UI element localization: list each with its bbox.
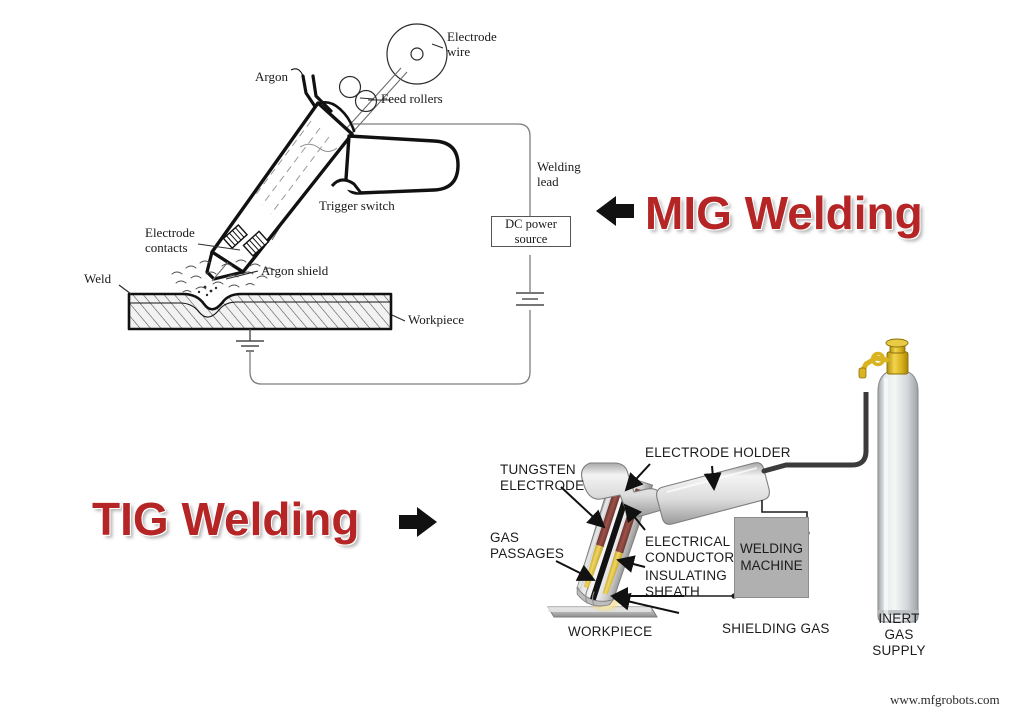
label-electrical-conductor: ELECTRICAL CONDUCTOR — [645, 534, 735, 566]
label-tungsten-electrode: TUNGSTEN ELECTRODE — [500, 462, 585, 494]
tig-arrow-right-icon — [399, 507, 437, 537]
tig-electrode-holder — [656, 462, 770, 525]
tig-title: TIG Welding — [92, 493, 360, 545]
label-electrode-holder: ELECTRODE HOLDER — [645, 445, 791, 460]
tig-diagram — [547, 338, 919, 623]
mig-argon-inlet — [290, 68, 333, 113]
label-electrode-contacts: Electrode contacts — [145, 225, 195, 255]
tig-workpiece — [547, 606, 658, 618]
label-shielding-gas: SHIELDING GAS — [722, 621, 830, 636]
mig-battery-symbol — [516, 292, 544, 306]
label-gas-passages: GAS PASSAGES — [490, 530, 565, 562]
mig-weld-arc — [197, 285, 218, 297]
tig-cylinder-valve — [858, 338, 909, 379]
mig-title: MIG Welding — [645, 187, 923, 239]
mig-feed-rollers — [338, 75, 378, 113]
label-welding-lead: Welding lead — [537, 159, 581, 189]
label-trigger-switch: Trigger switch — [319, 198, 395, 213]
tig-torch-head — [581, 462, 666, 518]
mig-trigger-switch — [330, 178, 363, 194]
mig-electrode-contacts — [222, 224, 270, 257]
label-electrode-wire: Electrode wire — [447, 29, 497, 59]
label-argon: Argon — [255, 69, 288, 84]
mig-workpiece — [127, 292, 393, 331]
mig-leader-lines — [118, 43, 444, 322]
tig-gas-hose — [786, 392, 869, 468]
tig-gas-wisps — [585, 587, 595, 606]
label-tig-workpiece: WORKPIECE — [568, 624, 653, 639]
label-argon-shield: Argon shield — [261, 263, 329, 278]
dc-power-source-box: DC power source — [491, 216, 571, 247]
mig-arrow-left-icon — [596, 196, 634, 226]
welding-machine-box: WELDING MACHINE — [734, 517, 809, 598]
watermark: www.mfgrobots.com — [890, 692, 1000, 707]
mig-electrode-spool — [386, 23, 448, 85]
label-workpiece: Workpiece — [408, 312, 464, 327]
mig-torch-tip — [205, 250, 245, 282]
mig-torch-handle — [344, 134, 460, 195]
mig-argon-shield-cloud — [171, 259, 275, 293]
tig-arc-glow — [590, 594, 620, 612]
label-insulating-sheath: INSULATING SHEATH — [645, 568, 728, 600]
mig-torch-body — [210, 100, 356, 274]
tig-gas-cylinder — [877, 369, 919, 623]
label-weld: Weld — [84, 271, 112, 286]
label-feed-rollers: Feed rollers — [381, 91, 443, 106]
mig-ground-symbol — [236, 329, 264, 352]
label-inert-gas-supply: INERT GAS SUPPLY — [872, 611, 926, 659]
tig-cable-stub — [761, 462, 789, 474]
